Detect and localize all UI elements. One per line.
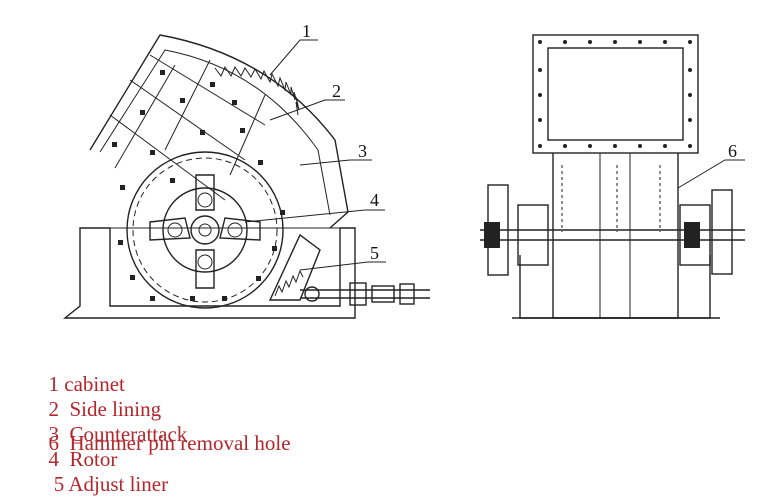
crusher-drawing: 1 2 3 4 5 6 [63,21,745,319]
legend-item-adjust-liner: 5 Adjust liner [53,472,169,496]
legend-item-counterattack: 3 Counterattack [48,422,188,446]
legend-item-hammer-pin-removal-hole: 6 Hammer pin removal hole [48,431,291,455]
legend-item-cabinet: 1 cabinet [48,372,125,396]
callouts: 1 2 3 4 5 6 [244,21,745,271]
callout-1: 1 [302,21,311,41]
legend-line-2: 6 Hammer pin removal hole [38,406,307,456]
callout-3: 3 [358,141,367,161]
callout-2: 2 [332,81,341,101]
callout-5: 5 [370,243,379,263]
front-view [480,34,745,319]
legend-item-side-lining: 2 Side lining [48,397,162,421]
callout-6: 6 [728,141,737,161]
callout-4: 4 [370,190,379,210]
side-section-view [63,34,430,319]
